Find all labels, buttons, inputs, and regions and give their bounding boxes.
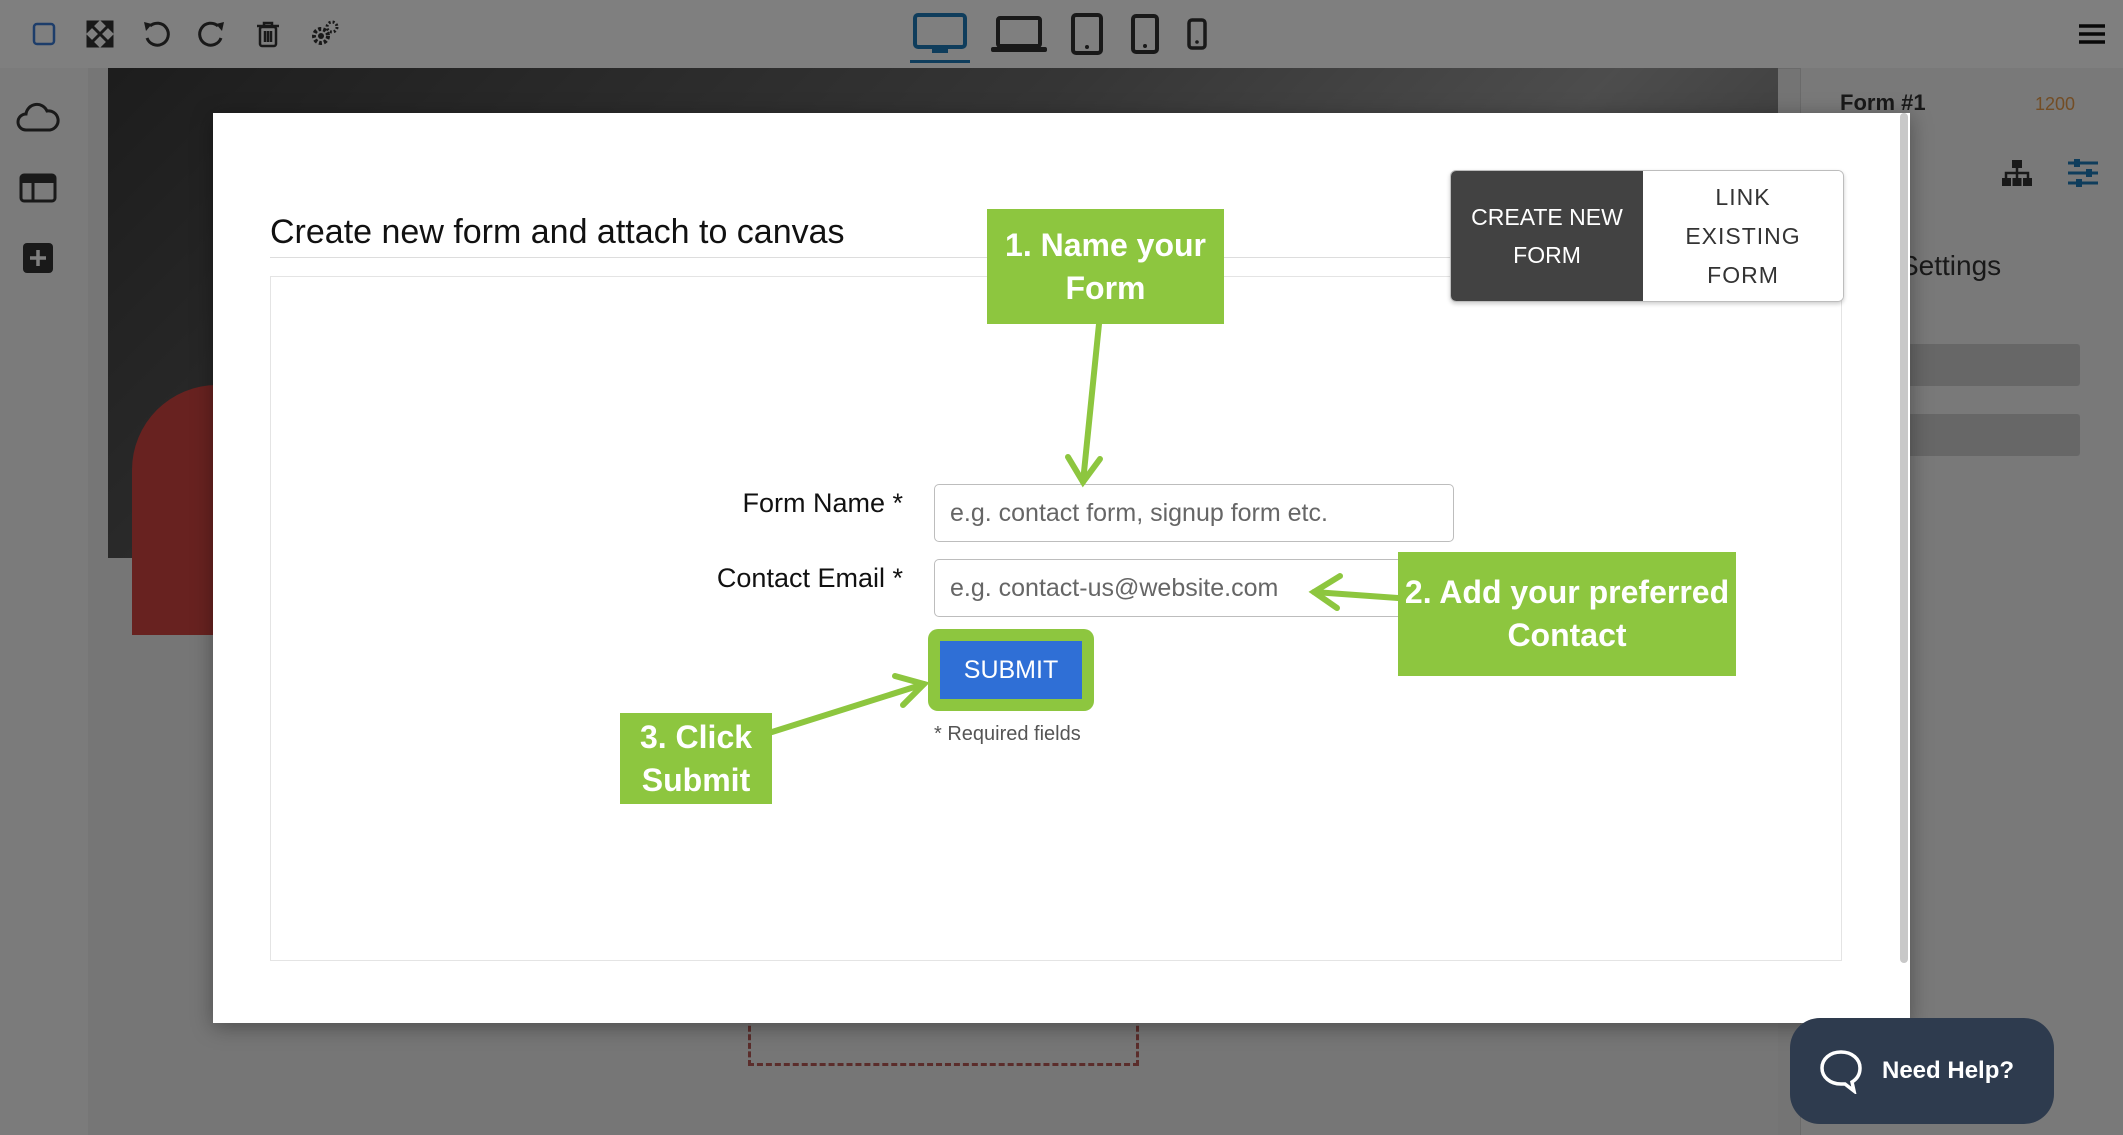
callout-step-1: 1. Name your Form xyxy=(987,209,1224,324)
tab-create-new-form[interactable]: CREATE NEW FORM xyxy=(1451,171,1643,301)
submit-button[interactable]: SUBMIT xyxy=(940,641,1082,699)
callout-step-3: 3. Click Submit xyxy=(620,713,772,804)
modal-scrollbar[interactable] xyxy=(1900,113,1908,963)
form-name-label: Form Name * xyxy=(742,488,903,518)
form-name-input[interactable] xyxy=(934,484,1454,542)
arrow-step-1 xyxy=(1080,321,1102,485)
required-fields-note: * Required fields xyxy=(934,723,1081,745)
modal-title: Create new form and attach to canvas xyxy=(270,213,845,251)
chat-bubble-icon xyxy=(1818,1048,1864,1094)
callout-step-2: 2. Add your preferred Contact xyxy=(1398,552,1736,676)
tab-link-existing-form[interactable]: LINK EXISTING FORM xyxy=(1643,171,1843,301)
arrow-step-3 xyxy=(769,681,927,735)
contact-email-label: Contact Email * xyxy=(716,563,903,593)
arrow-step-2 xyxy=(1311,589,1401,601)
form-mode-toggle: CREATE NEW FORM LINK EXISTING FORM xyxy=(1450,170,1844,302)
contact-email-input[interactable] xyxy=(934,559,1454,617)
need-help-button[interactable]: Need Help? xyxy=(1790,1018,2054,1124)
need-help-label: Need Help? xyxy=(1882,1057,2015,1084)
